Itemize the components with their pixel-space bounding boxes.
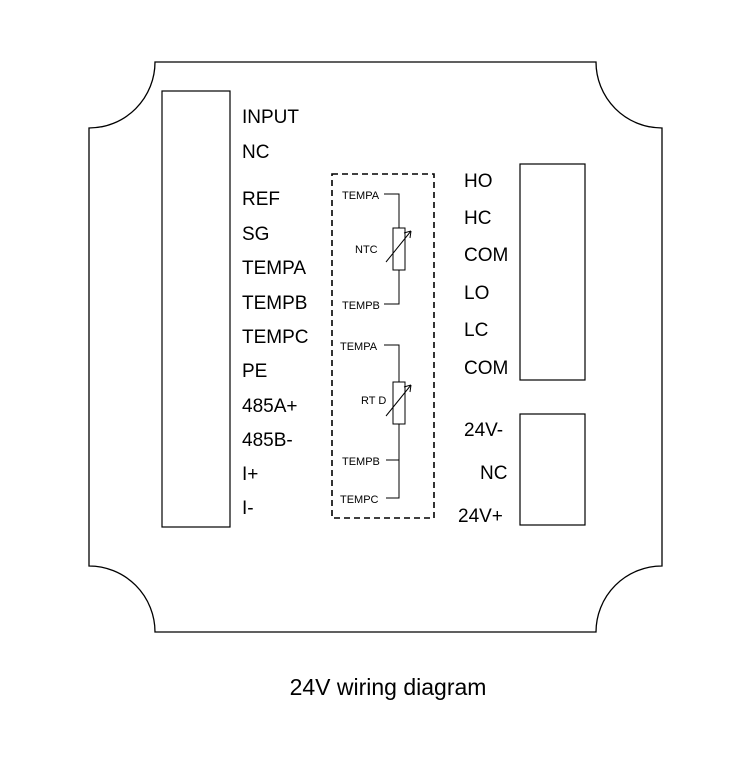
rtd-arrow-line bbox=[385, 384, 412, 417]
relay-terminal-label: COM bbox=[464, 358, 508, 379]
power-terminal-labels: 24V- NC 24V+ bbox=[458, 420, 507, 527]
left-terminal-label: PE bbox=[242, 361, 267, 382]
left-terminal-label: TEMPB bbox=[242, 293, 307, 314]
left-terminal-label: NC bbox=[242, 142, 269, 163]
rtd-arrow-head-icon bbox=[403, 384, 412, 393]
left-terminal-label: 485A+ bbox=[242, 396, 297, 417]
power-terminal-label: NC bbox=[480, 463, 507, 484]
enclosure-outline bbox=[88, 61, 663, 633]
left-terminal-label: REF bbox=[242, 189, 280, 210]
ntc-arrow-line bbox=[385, 230, 412, 263]
diagram-caption: 24V wiring diagram bbox=[290, 674, 487, 700]
left-terminal-label: TEMPC bbox=[242, 327, 309, 348]
rtd-label: RT D bbox=[361, 395, 386, 407]
power-terminal-label: 24V+ bbox=[458, 506, 503, 527]
relay-terminal-label: HC bbox=[464, 208, 491, 229]
ntc-thermistor bbox=[392, 227, 406, 271]
relay-terminal-label: LO bbox=[464, 283, 489, 304]
ntc-label: NTC bbox=[355, 244, 378, 256]
ntc-wire-top bbox=[384, 193, 400, 228]
left-terminal-block bbox=[161, 90, 231, 528]
relay-terminal-labels: HO HC COM LO LC COM bbox=[464, 171, 508, 379]
ntc-wire-bottom-label: TEMPB bbox=[342, 300, 380, 312]
relay-terminal-label: COM bbox=[464, 245, 508, 266]
rtd-wire-mid-label: TEMPB bbox=[342, 456, 380, 468]
ntc-arrow-head-icon bbox=[403, 230, 412, 239]
left-terminal-label: TEMPA bbox=[242, 258, 306, 279]
left-terminal-label: I+ bbox=[242, 464, 258, 485]
left-terminal-label: 485B- bbox=[242, 430, 293, 451]
relay-terminal-block bbox=[519, 163, 586, 381]
left-terminal-label: INPUT bbox=[242, 107, 299, 128]
rtd-wire-top bbox=[384, 344, 400, 382]
rtd-wire-bottom-label: TEMPC bbox=[340, 494, 379, 506]
ntc-wire-bottom bbox=[384, 270, 400, 305]
left-terminal-labels: INPUT NC REF SG TEMPA TEMPB TEMPC PE 485… bbox=[242, 107, 309, 519]
rtd-wire-mid bbox=[386, 424, 400, 461]
power-terminal-block bbox=[519, 413, 586, 526]
rtd-resistor bbox=[392, 381, 406, 425]
rtd-wire-bottom bbox=[386, 460, 400, 499]
sensor-dashed-box bbox=[331, 173, 435, 519]
relay-terminal-label: HO bbox=[464, 171, 493, 192]
relay-terminal-label: LC bbox=[464, 320, 488, 341]
left-terminal-label: SG bbox=[242, 224, 269, 245]
ntc-sensor: TEMPA NTC TEMPB bbox=[342, 190, 412, 312]
left-terminal-label: I- bbox=[242, 498, 254, 519]
rtd-wire-top-label: TEMPA bbox=[340, 341, 378, 353]
ntc-wire-top-label: TEMPA bbox=[342, 190, 380, 202]
power-terminal-label: 24V- bbox=[464, 420, 503, 441]
rtd-sensor: TEMPA RT D TEMPB TEMPC bbox=[340, 341, 412, 506]
